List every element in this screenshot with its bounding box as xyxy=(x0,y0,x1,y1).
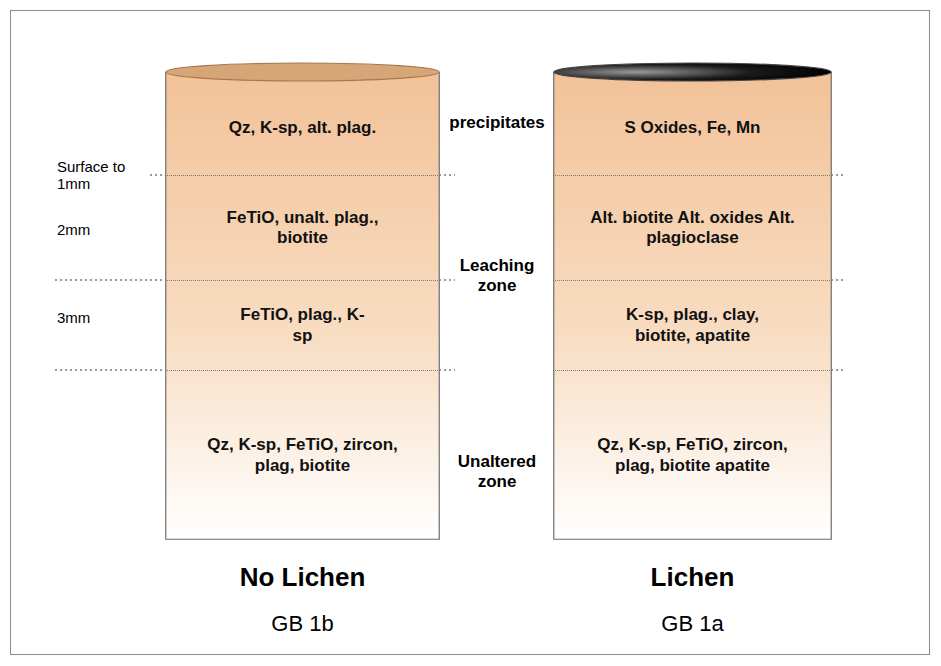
cylinder-edge xyxy=(554,72,832,539)
depth-label: 3mm xyxy=(57,309,117,326)
column-title: No Lichen xyxy=(145,562,460,593)
mineral-list: K-sp, plag., clay, biotite, apatite xyxy=(605,305,780,346)
zone-band: FeTiO, unalt. plag., biotite xyxy=(165,175,440,280)
cylinder-edge xyxy=(166,72,440,539)
cylinder-body xyxy=(166,72,440,539)
zone-band: FeTiO, plag., K-sp xyxy=(165,280,440,370)
zone-band: Qz, K-sp, alt. plag. xyxy=(165,82,440,175)
sample-id: GB 1b xyxy=(145,611,460,637)
cylinder-body xyxy=(554,72,832,539)
mineral-list: Qz, K-sp, alt. plag. xyxy=(229,118,376,138)
zone-band: S Oxides, Fe, Mn xyxy=(553,82,832,175)
depth-label: Surface to 1mm xyxy=(57,158,147,193)
mineral-list: Qz, K-sp, FeTiO, zircon, plag, biotite xyxy=(200,435,405,476)
cylinder-top xyxy=(554,63,832,81)
mineral-list: S Oxides, Fe, Mn xyxy=(624,118,760,138)
mineral-list: FeTiO, unalt. plag., biotite xyxy=(203,208,403,249)
zone-band: Qz, K-sp, FeTiO, zircon, plag, biotite xyxy=(165,370,440,540)
zone-label: Unaltered zone xyxy=(447,452,547,491)
zone-band: Alt. biotite Alt. oxides Alt. plagioclas… xyxy=(553,175,832,280)
cylinder-top xyxy=(166,63,440,81)
zone-band: K-sp, plag., clay, biotite, apatite xyxy=(553,280,832,370)
sample-column: LichenGB 1aS Oxides, Fe, MnAlt. biotite … xyxy=(553,62,832,540)
depth-label: 2mm xyxy=(57,221,117,238)
column-title: Lichen xyxy=(533,562,852,593)
zone-label: Leaching zone xyxy=(447,256,547,295)
zone-label: precipitates xyxy=(442,113,552,133)
mineral-list: Alt. biotite Alt. oxides Alt. plagioclas… xyxy=(583,208,803,249)
sample-column: No LichenGB 1bQz, K-sp, alt. plag.FeTiO,… xyxy=(165,62,440,540)
frame xyxy=(11,11,930,655)
sample-id: GB 1a xyxy=(533,611,852,637)
mineral-list: FeTiO, plag., K-sp xyxy=(235,305,370,346)
zone-band: Qz, K-sp, FeTiO, zircon, plag, biotite a… xyxy=(553,370,832,540)
mineral-list: Qz, K-sp, FeTiO, zircon, plag, biotite a… xyxy=(590,435,795,476)
